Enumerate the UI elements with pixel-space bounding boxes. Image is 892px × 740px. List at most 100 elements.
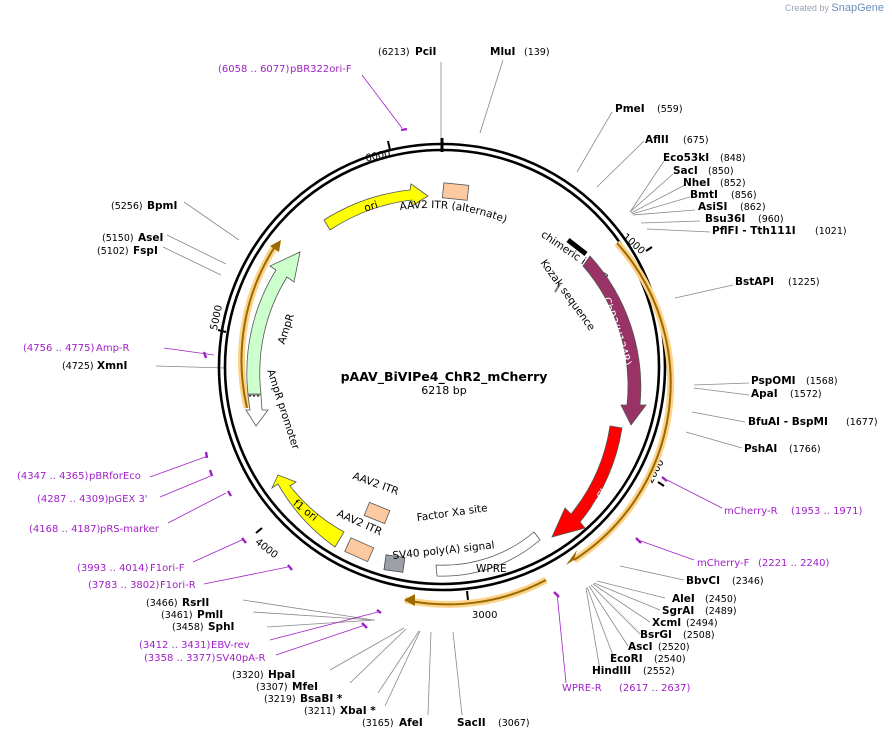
chimeric-intron-feature bbox=[566, 238, 588, 256]
enzyme-pos: (850) bbox=[708, 166, 734, 177]
enzyme-pos: (3320) bbox=[232, 670, 264, 681]
primer-range: (4756 .. 4775) bbox=[23, 343, 95, 354]
enzyme-pos: (2508) bbox=[683, 630, 715, 641]
tick-5000: 5000 bbox=[209, 304, 225, 331]
factor-xa-label: Factor Xa site bbox=[416, 502, 488, 524]
aav2-itr-box-2 bbox=[344, 537, 375, 563]
ori-feature bbox=[323, 183, 429, 231]
enzyme-name: FspI bbox=[133, 245, 158, 257]
orf-arcs bbox=[237, 240, 675, 608]
ampr-promoter-feature bbox=[245, 394, 269, 427]
primer-name: mCherry-F bbox=[697, 558, 750, 569]
enzyme-name: PflFI - Tth111I bbox=[712, 225, 796, 237]
enzyme-name: BfuAI - BspMI bbox=[748, 416, 828, 428]
enzyme-name: MfeI bbox=[292, 681, 318, 693]
ampr-label: AmpR bbox=[276, 312, 297, 346]
primer-labels: (6058 .. 6077) pBR322ori-F (4756 .. 4775… bbox=[17, 64, 863, 694]
enzyme-name: SacI bbox=[673, 165, 698, 177]
primer-leaders bbox=[149, 74, 723, 684]
enzyme-name: BsaBI * bbox=[300, 693, 343, 705]
position-ticks bbox=[217, 140, 665, 601]
primer-range: (1953 .. 1971) bbox=[791, 506, 863, 517]
enzyme-pos: (2489) bbox=[705, 606, 737, 617]
enzyme-pos: (6213) bbox=[378, 47, 410, 58]
enzyme-pos: (2520) bbox=[658, 642, 690, 653]
tick-3000: 3000 bbox=[472, 610, 497, 621]
enzyme-labels: (6213) PciI MluI (139) PmeI (559) AflII … bbox=[62, 46, 878, 729]
enzyme-name: BbvCI bbox=[686, 575, 720, 587]
plasmid-length: 6218 bp bbox=[421, 384, 466, 397]
enzyme-name: SacII bbox=[457, 717, 486, 729]
enzyme-pos: (2552) bbox=[643, 666, 675, 677]
enzyme-pos: (2540) bbox=[654, 654, 686, 665]
enzyme-name: AleI bbox=[672, 593, 695, 605]
enzyme-pos: (559) bbox=[657, 104, 683, 115]
primer-name: SV40pA-R bbox=[216, 653, 265, 664]
enzyme-name: PshAI bbox=[744, 443, 777, 455]
enzyme-pos: (1677) bbox=[846, 417, 878, 428]
wpre-feature bbox=[435, 531, 541, 577]
enzyme-name: AfeI bbox=[399, 717, 423, 729]
enzyme-pos: (960) bbox=[758, 214, 784, 225]
primer-range: (3993 .. 4014) bbox=[77, 563, 149, 574]
f1-ori-feature bbox=[271, 474, 345, 548]
sv40-box bbox=[383, 554, 406, 573]
primer-name: Amp-R bbox=[96, 343, 130, 354]
enzyme-pos: (3219) bbox=[264, 694, 296, 705]
enzyme-name: EcoRI bbox=[610, 653, 643, 665]
enzyme-pos: (139) bbox=[524, 47, 550, 58]
tick-6000: 6000 bbox=[364, 148, 391, 164]
enzyme-name: Eco53kI bbox=[663, 152, 709, 164]
enzyme-name: BsrGI bbox=[640, 629, 672, 641]
aav2-itr-label-1: AAV2 ITR bbox=[351, 470, 400, 498]
enzyme-name: PciI bbox=[415, 46, 436, 58]
enzyme-pos: (2450) bbox=[705, 594, 737, 605]
enzyme-pos: (3466) bbox=[146, 598, 178, 609]
enzyme-pos: (1572) bbox=[790, 389, 822, 400]
primer-range: (2221 .. 2240) bbox=[758, 558, 830, 569]
enzyme-name: NheI bbox=[683, 177, 710, 189]
enzyme-name: Bsu36I bbox=[705, 213, 745, 225]
aav2-itr-alt-box bbox=[441, 182, 470, 201]
primer-range: (3358 .. 3377) bbox=[144, 653, 216, 664]
enzyme-name: AseI bbox=[138, 232, 163, 244]
ampr-feature bbox=[246, 251, 301, 395]
enzyme-name: BpmI bbox=[147, 200, 177, 212]
primer-range: (2617 .. 2637) bbox=[619, 683, 691, 694]
enzyme-pos: (1225) bbox=[788, 277, 820, 288]
enzyme-name: ApaI bbox=[751, 388, 778, 400]
enzyme-name: XbaI * bbox=[340, 705, 376, 717]
enzyme-pos: (4725) bbox=[62, 361, 94, 372]
enzyme-pos: (675) bbox=[683, 135, 709, 146]
ampr-promoter-label: AmpR promoter bbox=[264, 368, 301, 452]
primer-name: F1ori-F bbox=[150, 563, 185, 574]
primer-range: (4287 .. 4309) bbox=[37, 494, 109, 505]
enzyme-pos: (3307) bbox=[256, 682, 288, 693]
enzyme-name: XcmI bbox=[652, 617, 681, 629]
primer-marks bbox=[202, 127, 668, 629]
kozak-feature bbox=[554, 283, 561, 293]
primer-name: mCherry-R bbox=[724, 506, 778, 517]
primer-range: (3412 .. 3431) bbox=[139, 640, 211, 651]
enzyme-pos: (5102) bbox=[97, 246, 129, 257]
primer-range: (4168 .. 4187) bbox=[29, 524, 101, 535]
tick-4000: 4000 bbox=[253, 537, 280, 561]
enzyme-name: SgrAI bbox=[662, 605, 694, 617]
enzyme-pos: (862) bbox=[740, 202, 766, 213]
enzyme-pos: (5256) bbox=[111, 201, 143, 212]
enzyme-name: HpaI bbox=[268, 669, 295, 681]
primer-name: WPRE-R bbox=[562, 683, 602, 694]
primer-name: EBV-rev bbox=[211, 640, 250, 651]
enzyme-pos: (3165) bbox=[362, 718, 394, 729]
aav2-itr-alt-label: AAV2 ITR (alternate) bbox=[399, 199, 509, 226]
primer-name: pGEX 3' bbox=[108, 494, 148, 505]
enzyme-pos: (1568) bbox=[806, 376, 838, 387]
enzyme-pos: (2494) bbox=[686, 618, 718, 629]
enzyme-name: MluI bbox=[490, 46, 515, 58]
enzyme-name: BmtI bbox=[690, 189, 718, 201]
enzyme-name: PspOMI bbox=[751, 375, 796, 387]
enzyme-pos: (1021) bbox=[815, 226, 847, 237]
enzyme-name: PmeI bbox=[615, 103, 645, 115]
wpre-label: WPRE bbox=[476, 563, 507, 575]
